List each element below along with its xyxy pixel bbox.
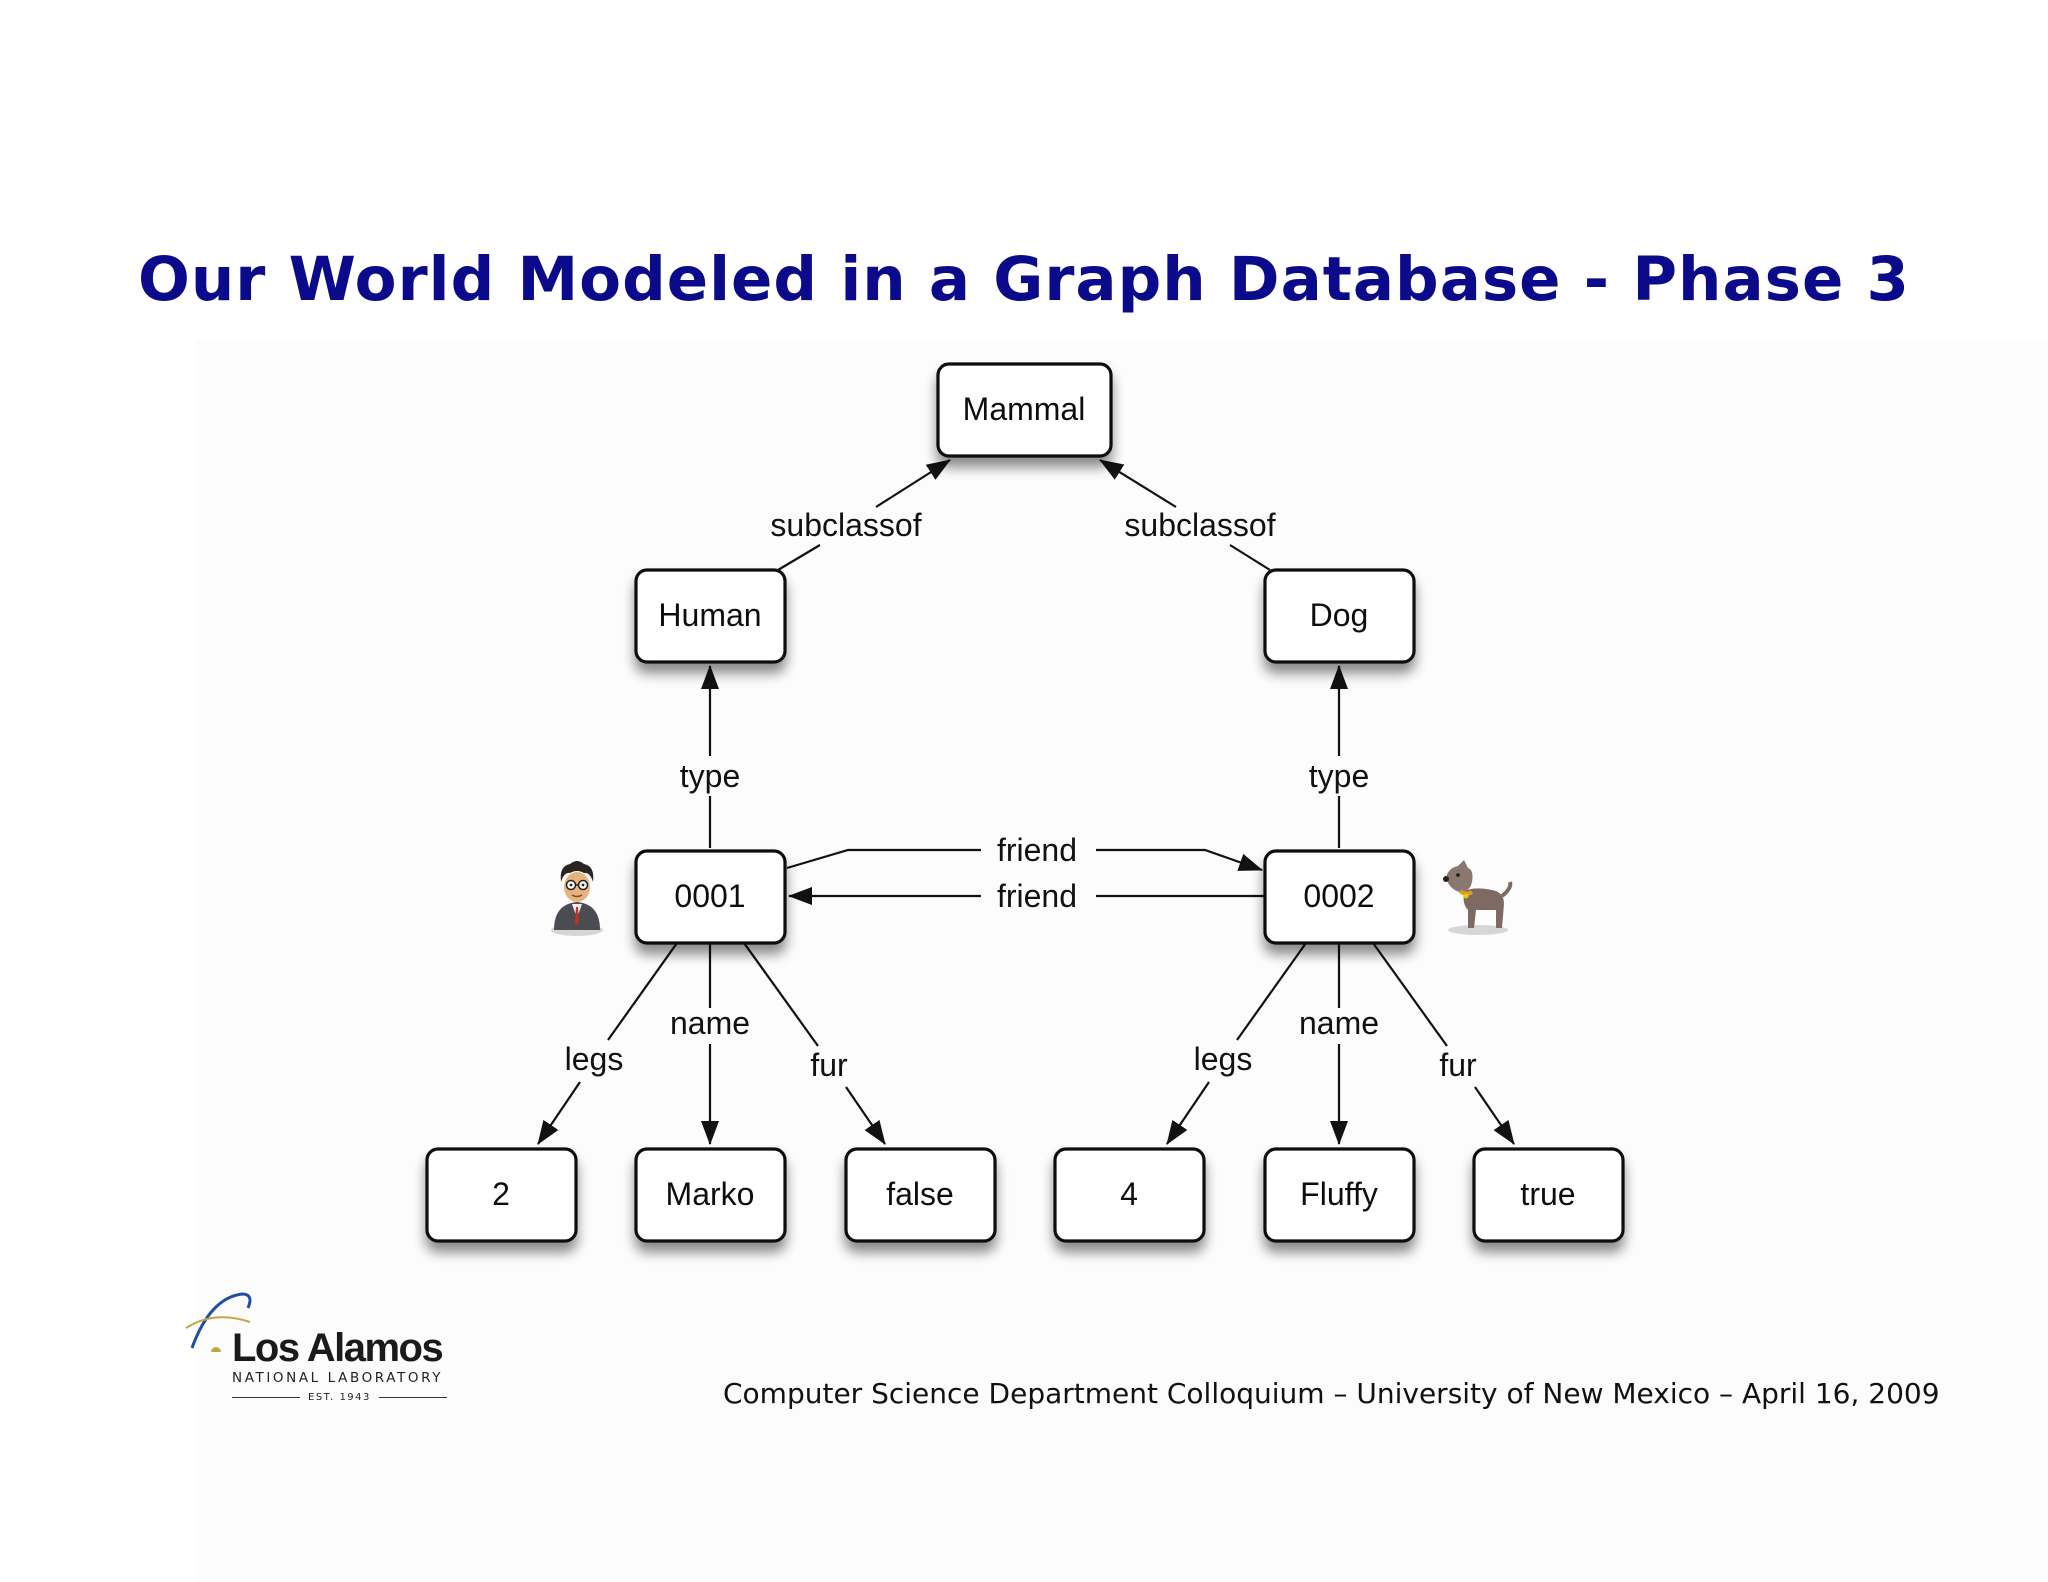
svg-text:Marko: Marko [666,1176,755,1212]
svg-text:Dog: Dog [1310,597,1369,633]
node-value-fluffy: Fluffy [1263,1147,1416,1243]
los-alamos-logo: Los Alamos NATIONAL LABORATORY EST. 1943 [184,1282,447,1412]
edge-name-0001: name [670,943,750,1145]
svg-text:false: false [886,1176,954,1212]
edge-friend-0002-to-0001: friend [788,878,1266,914]
slide-title: Our World Modeled in a Graph Database - … [137,244,1911,315]
edge-subclassof-human: subclassof [770,459,951,571]
edge-fur-0001: fur [743,942,886,1145]
edge-label-type: type [1309,758,1369,794]
slide-background [196,340,2048,1582]
svg-text:4: 4 [1120,1176,1138,1212]
edge-friend-0001-to-0002: friend [786,832,1263,872]
edge-legs-0001: legs [537,942,678,1145]
svg-text:Mammal: Mammal [963,391,1086,427]
edge-fur-0002: fur [1372,942,1515,1145]
logo-subtitle: NATIONAL LABORATORY [232,1370,444,1386]
svg-text:Fluffy: Fluffy [1300,1176,1378,1212]
edge-label-name: name [670,1005,750,1041]
edge-subclassof-dog: subclassof [1099,459,1276,571]
logo-name: Los Alamos [232,1326,444,1370]
edge-label-fur: fur [1439,1047,1477,1083]
edge-label-legs: legs [1194,1041,1253,1077]
svg-text:0001: 0001 [674,878,745,914]
logo-orbit-icon [185,1292,252,1352]
svg-text:true: true [1520,1176,1575,1212]
node-value-marko: Marko [634,1147,787,1243]
person-avatar-icon [551,861,603,936]
node-value-false: false [844,1147,997,1243]
node-dog: Dog [1263,568,1416,664]
edge-label-friend: friend [997,832,1077,868]
node-human: Human [634,568,787,664]
node-value-true: true [1472,1147,1625,1243]
node-0002: 0002 [1263,849,1416,945]
node-mammal: Mammal [936,362,1113,458]
edge-label-legs: legs [565,1041,624,1077]
edge-label-type: type [680,758,740,794]
node-0001: 0001 [634,849,787,945]
edge-type-0001: type [680,665,740,848]
edge-label-friend: friend [997,878,1077,914]
svg-text:0002: 0002 [1303,878,1374,914]
edge-type-0002: type [1309,665,1369,848]
node-value-2: 2 [425,1147,578,1243]
edge-label-subclassof: subclassof [1124,507,1275,543]
edge-label-fur: fur [810,1047,848,1083]
edge-name-0002: name [1299,943,1379,1145]
dog-icon [1443,860,1513,935]
node-value-4: 4 [1053,1147,1206,1243]
edge-label-name: name [1299,1005,1379,1041]
svg-text:Human: Human [658,597,761,633]
svg-text:2: 2 [492,1176,510,1212]
footer-text: Computer Science Department Colloquium –… [723,1377,1940,1410]
edge-legs-0002: legs [1166,942,1307,1145]
edge-label-subclassof: subclassof [770,507,921,543]
logo-established: EST. 1943 [232,1392,624,1403]
